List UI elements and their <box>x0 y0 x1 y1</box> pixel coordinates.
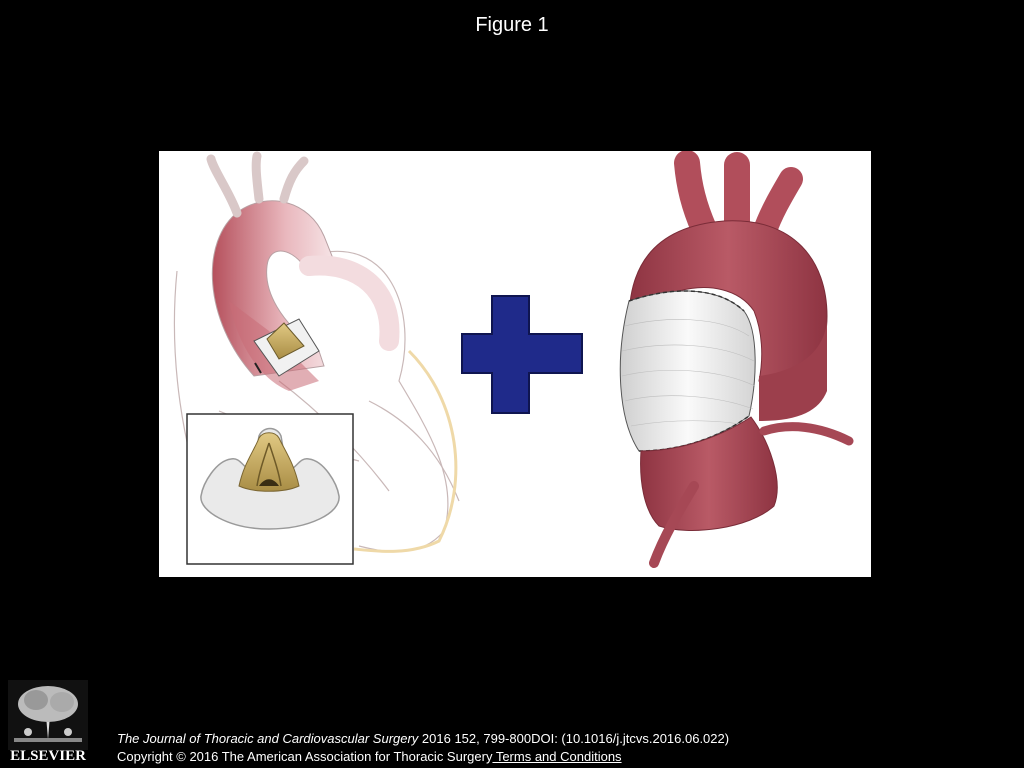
vascular-graft <box>619 290 756 452</box>
copyright-text: Copyright © 2016 The American Associatio… <box>117 749 493 764</box>
copyright-line: Copyright © 2016 The American Associatio… <box>117 749 622 764</box>
citation: The Journal of Thoracic and Cardiovascul… <box>117 731 729 746</box>
right-aorta <box>619 151 854 568</box>
plus-icon <box>461 295 583 414</box>
citation-details: 2016 152, 799-800DOI: (10.1016/j.jtcvs.2… <box>418 731 730 746</box>
implanted-valve <box>253 318 320 377</box>
heart-edge-highlight <box>353 349 458 553</box>
figure-title: Figure 1 <box>475 14 549 36</box>
arch-branches-left <box>206 151 309 218</box>
aortic-root-right <box>640 416 778 531</box>
figure-panel <box>159 151 871 577</box>
valve-inset <box>186 413 354 565</box>
journal-name: The Journal of Thoracic and Cardiovascul… <box>117 731 419 746</box>
terms-and-conditions-link[interactable]: Terms and Conditions <box>492 749 622 764</box>
publisher-name: ELSEVIER <box>10 748 86 764</box>
valve-leaflets <box>238 432 300 492</box>
surgical-illustration <box>173 151 854 568</box>
elsevier-tree-logo: ELSEVIER <box>8 680 88 766</box>
tree-icon <box>8 680 88 750</box>
descending-aorta-left <box>299 255 400 351</box>
